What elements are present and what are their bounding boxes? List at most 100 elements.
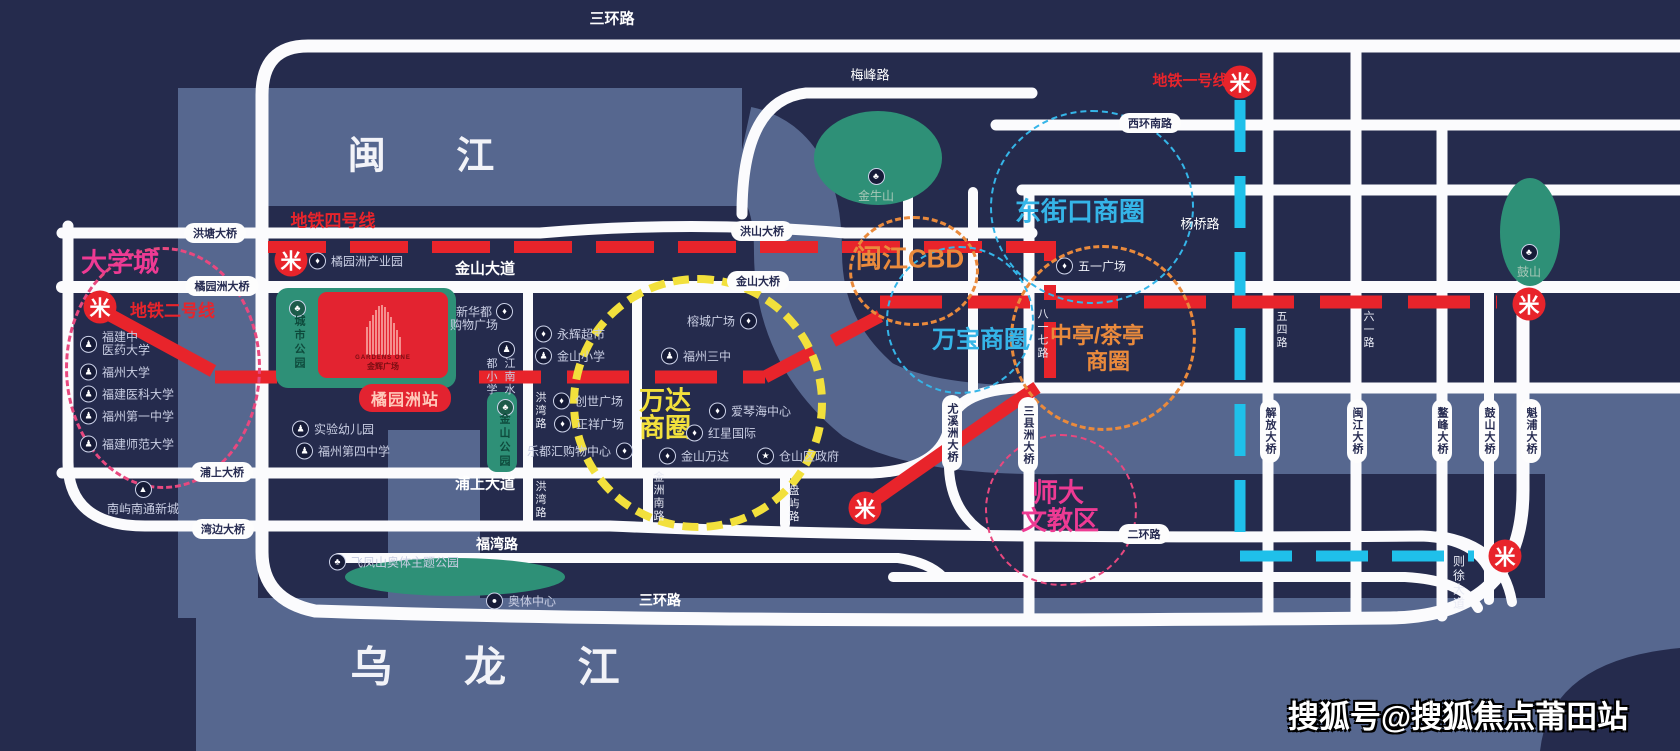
road-south-577 — [888, 572, 1483, 613]
tree-icon-jinshan-park: ♣ — [497, 399, 514, 416]
wanda-label-1: 万达 — [638, 385, 692, 416]
juyuanzhou-station-badge: 橘园洲站 — [358, 384, 452, 412]
poi-chuangshi-plaza: ♦ 创世广场 — [553, 392, 623, 410]
town-icon: ▲ — [134, 481, 152, 498]
jinniushan-label: 金牛山 — [857, 189, 895, 203]
poi-feifengshan-park: ♣ 飞凤山奥体主题公园 — [329, 553, 460, 571]
school-icon: ♟ — [80, 435, 97, 453]
kuipu-bridge-pill: 魁浦大桥 — [1521, 399, 1541, 463]
poi-juyuanzhou-industrial-park: ♦ 橘园洲产业园 — [309, 252, 404, 270]
poi-xinhuadu-label: 新华都购物广场 — [449, 304, 499, 332]
poi-label: 福建师范大学 — [102, 437, 175, 452]
hongshan-bridge-pill: 洪山大桥 — [731, 221, 793, 241]
project-block: GARDENS ONE 金辉广场 — [318, 292, 448, 378]
poi-ledouhui: 乐都汇购物中心 ♦ — [527, 442, 634, 460]
minjiang-label: 闽 江 — [347, 135, 525, 178]
poi-label: 橘园洲产业园 — [331, 254, 404, 269]
poi-label: 金山万达 — [681, 449, 730, 464]
minjiang-bridge-pill: 闽江大桥 — [1347, 399, 1367, 463]
mall-icon: ♦ — [686, 424, 703, 442]
metro-icon-branch: 米 — [848, 491, 882, 525]
poi-label: 福建医科大学 — [102, 387, 175, 402]
fuwan-road-label: 福湾路 — [476, 536, 518, 552]
road-hongshan — [56, 221, 1038, 239]
mall-icon: ♦ — [1056, 257, 1073, 275]
pushang-avenue-label: 浦上大道 — [454, 475, 516, 493]
zhongting-circle — [1010, 245, 1196, 431]
sanhuan-bottom-label: 三环路 — [639, 592, 681, 608]
poi-label-col-left: 都小学 — [485, 357, 497, 397]
metro-line4-label: 地铁四号线 — [290, 211, 376, 231]
hongtang-bridge-pill: 洪塘大桥 — [184, 223, 246, 243]
east-water — [1545, 388, 1680, 618]
jinshan-avenue-label: 金山大道 — [454, 260, 516, 278]
mall-icon: ♦ — [616, 442, 634, 460]
metro-icon-line1-south: 米 — [1488, 539, 1522, 573]
jinshan-bridge-pill: 金山大桥 — [727, 271, 789, 291]
jinshan-park-label: 金山公园 — [498, 413, 510, 469]
poi-label: 仓山区政府 — [779, 449, 840, 464]
project-building-icon — [366, 305, 401, 355]
liuyi-road-label: 六一路 — [1362, 310, 1374, 350]
ring-road-3 — [255, 39, 1680, 627]
school-icon: ♟ — [535, 347, 552, 365]
hongwan-road-label-s: 洪湾路 — [534, 480, 546, 520]
sohu-watermark: 搜狐号@搜狐焦点莆田站 — [1287, 699, 1629, 735]
sanxianzhou-bridge-pill: 三县洲大桥 — [1018, 397, 1038, 473]
mall-icon: ♦ — [309, 252, 326, 270]
poi-fzu: ♟ 福州大学 — [80, 363, 151, 381]
metro-line2-label: 地铁二号线 — [130, 301, 215, 321]
chengshi-park-label: 城市公园 — [293, 315, 305, 371]
corner-mask — [1540, 648, 1680, 751]
poi-fjtcm: ♟ 福建中医药大学 — [80, 330, 150, 357]
poi-cangshan-gov: ★ 仓山区政府 — [757, 447, 840, 465]
gushan-label: 鼓山 — [1516, 265, 1542, 279]
wanda-circle — [570, 275, 826, 531]
zexu-avenue-label: 则徐大道 — [1451, 555, 1466, 611]
poi-jinshan-primary: ♟ 金山小学 — [535, 347, 605, 365]
poi-aoti-center: ● 奥体中心 — [486, 592, 556, 610]
poi-label: 实验幼儿园 — [314, 422, 375, 437]
poi-zhengxiang-plaza: ♦ 正祥广场 — [554, 415, 624, 433]
pushang-bridge-pill: 浦上大桥 — [191, 462, 253, 482]
school-icon: ♟ — [296, 442, 313, 460]
jinniushan-shape — [814, 111, 942, 205]
poi-aiqinhai: ♦ 爱琴海中心 — [709, 402, 791, 420]
road-se-corner — [1433, 531, 1517, 607]
school-icon: ♟ — [80, 335, 97, 353]
poi-jinshan-wanda: ♦ 金山万达 — [659, 447, 730, 465]
road-meifeng — [736, 87, 1038, 220]
zhongting-label-2: 商圈 — [1085, 349, 1131, 374]
metro-icon-line2-start: 米 — [83, 290, 117, 324]
poi-yonghui: ♦ 永辉超市 — [535, 325, 605, 343]
poi-label: 飞凤山奥体主题公园 — [351, 555, 460, 570]
tree-icon-chengshi: ♣ — [289, 300, 306, 317]
dongjiekou-label: 东街口商圈 — [1014, 196, 1146, 227]
poi-label: 福州大学 — [102, 365, 151, 380]
school-icon: ♟ — [292, 420, 309, 438]
project-name-zh: 金辉广场 — [367, 362, 399, 371]
tree-icon-gushan: ♣ — [1520, 244, 1538, 261]
wanbian-bridge-pill: 湾边大桥 — [192, 519, 254, 539]
poi-label: 五一广场 — [1078, 259, 1127, 274]
juyuanzhou-bridge-pill: 橘园洲大桥 — [185, 276, 259, 296]
poi-nanyu-newtown: ▲ 南屿南通新城 — [107, 481, 179, 517]
poi-label: 榕城广场 — [686, 314, 736, 329]
feifengshan-shape — [345, 558, 565, 596]
erhuan-road-pill: 二环路 — [1118, 524, 1170, 544]
poi-rongcheng-plaza: 榕城广场 ♦ — [686, 312, 758, 330]
metro-line1-path — [1234, 100, 1474, 562]
minjiang-bend — [730, 106, 1548, 475]
zhongting-label-1: 中亭/茶亭 — [1049, 323, 1145, 348]
jiefang-bridge-pill: 解放大桥 — [1260, 399, 1280, 463]
wusi-road-label: 五四路 — [1275, 310, 1287, 350]
poi-label: 红星国际 — [708, 426, 757, 441]
aofeng-bridge-pill: 鳌峰大桥 — [1432, 399, 1452, 463]
school-icon: ♟ — [80, 407, 97, 425]
mall-icon-xinhuadu: ♦ — [496, 303, 513, 320]
mall-icon: ♦ — [659, 447, 676, 465]
metro-icon-juyuanzhou: 米 — [274, 243, 308, 277]
tree-icon: ♣ — [329, 553, 346, 571]
stadium-icon: ● — [486, 592, 503, 610]
